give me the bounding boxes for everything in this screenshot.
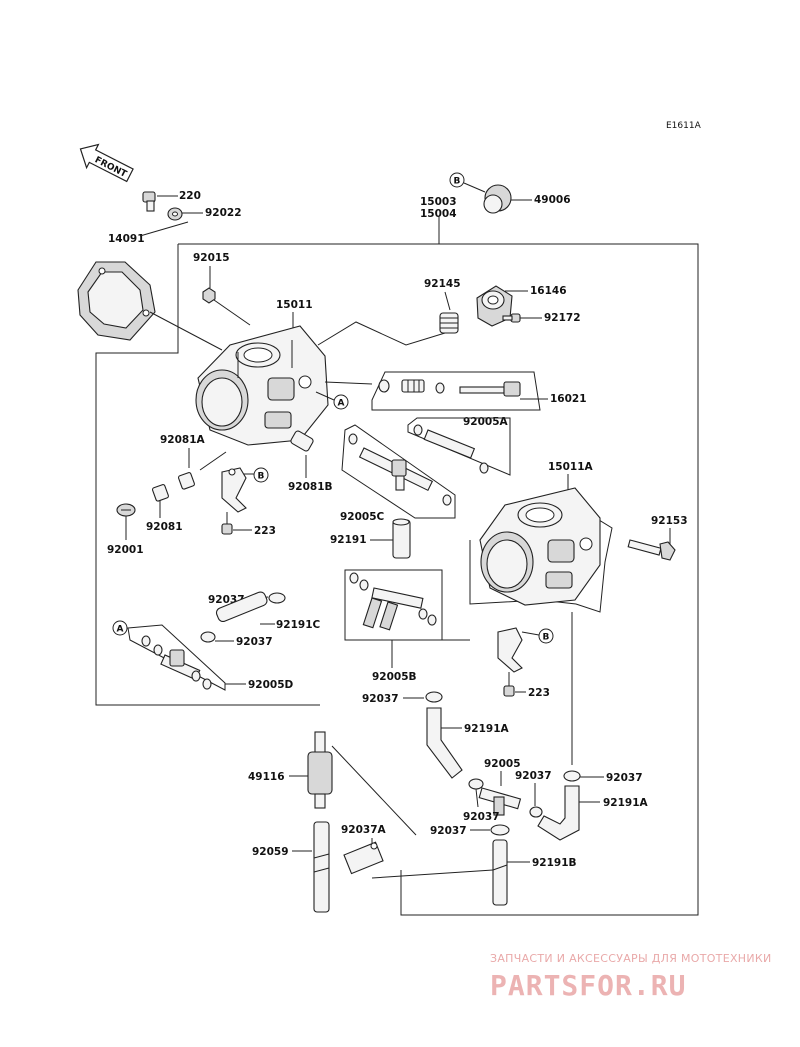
ref-b-1: B — [258, 472, 265, 482]
label-15011: 15011 — [276, 299, 313, 311]
label-92037A: 92037A — [341, 824, 387, 836]
spring-92145 — [439, 312, 459, 334]
label-223-left: 223 — [254, 525, 276, 537]
tube-92005B — [349, 572, 437, 631]
label-92037-b: 92037 — [236, 636, 273, 648]
clamp-92037-a — [268, 592, 286, 604]
boot-49006 — [483, 184, 512, 214]
hose-92059 — [313, 821, 330, 913]
ref-a-1: A — [338, 399, 345, 409]
spring-92081 — [151, 484, 169, 502]
screw-92001 — [116, 503, 136, 517]
watermark-logo: PARTSFOR.RU — [490, 969, 686, 1002]
bracket-left — [221, 467, 247, 513]
carburetor-15011 — [195, 325, 329, 446]
label-92037-e: 92037 — [515, 770, 552, 782]
tube-92005C — [348, 433, 452, 506]
filter-49116 — [307, 731, 333, 809]
label-92191C: 92191C — [276, 619, 321, 631]
label-92037-g: 92037 — [430, 825, 467, 837]
hose-92191A-upper — [426, 707, 463, 779]
label-92081: 92081 — [146, 521, 183, 533]
label-92005D: 92005D — [248, 679, 294, 691]
label-92015: 92015 — [193, 252, 230, 264]
label-92005B: 92005B — [372, 671, 417, 683]
label-15003: 15003 — [420, 196, 457, 208]
screw-92172 — [502, 313, 521, 323]
label-49116: 49116 — [248, 771, 285, 783]
hose-92191 — [392, 518, 411, 559]
spring-92081A — [177, 472, 195, 490]
label-15004: 15004 — [420, 208, 457, 220]
clamp-92037-c — [425, 691, 443, 703]
tag-92037A — [343, 841, 384, 875]
carburetor-15011A — [479, 487, 601, 606]
label-16021: 16021 — [550, 393, 587, 405]
label-92081A: 92081A — [160, 434, 206, 446]
diagram-code: E1611A — [666, 121, 702, 131]
label-15011A: 15011A — [548, 461, 594, 473]
label-92001: 92001 — [107, 544, 144, 556]
label-92037-f: 92037 — [606, 772, 643, 784]
front-arrow-icon: FRONT — [79, 143, 134, 183]
label-92191A-upper: 92191A — [464, 723, 510, 735]
label-92191A-right: 92191A — [603, 797, 649, 809]
tube-92005A — [413, 424, 489, 474]
label-92037-c: 92037 — [362, 693, 399, 705]
ref-b-49006: B — [454, 177, 461, 187]
label-92172: 92172 — [544, 312, 581, 324]
bracket-right — [497, 627, 523, 673]
assembly-frame-left — [95, 244, 320, 706]
label-220: 220 — [179, 190, 201, 202]
clamp-92037-f — [563, 770, 581, 782]
ref-b-2: B — [543, 633, 550, 643]
clamp-92037-e — [529, 806, 543, 818]
watermark-tagline: ЗАПЧАСТИ И АКСЕССУАРЫ ДЛЯ МОТОТЕХНИКИ — [490, 952, 772, 965]
washer-92022 — [167, 207, 183, 221]
screw-223-right — [503, 672, 515, 697]
nut-92015 — [202, 287, 216, 304]
label-92145: 92145 — [424, 278, 461, 290]
tube-92005D — [141, 635, 212, 690]
label-92005C: 92005C — [340, 511, 385, 523]
hose-92191B — [492, 839, 508, 906]
bolt-92153 — [627, 539, 676, 561]
clamp-92037-b — [200, 631, 216, 643]
label-92191B: 92191B — [532, 857, 577, 869]
label-92037-d: 92037 — [463, 811, 500, 823]
label-14091: 14091 — [108, 233, 145, 245]
label-49006: 49006 — [534, 194, 571, 206]
needle-16021 — [378, 379, 521, 397]
spring-92081B — [290, 430, 314, 452]
label-92005A: 92005A — [463, 416, 509, 428]
hose-92191A-right — [537, 785, 580, 841]
ref-a-2: A — [117, 625, 124, 635]
label-223-right: 223 — [528, 687, 550, 699]
assembly-frame — [178, 243, 699, 916]
label-92005: 92005 — [484, 758, 521, 770]
label-92081B: 92081B — [288, 481, 333, 493]
label-92059: 92059 — [252, 846, 289, 858]
label-92153: 92153 — [651, 515, 688, 527]
clamp-92037-d — [468, 778, 484, 790]
hose-92191C — [215, 591, 268, 623]
cover-14091 — [77, 261, 156, 341]
bolt-220 — [142, 191, 156, 212]
label-16146: 16146 — [530, 285, 567, 297]
screw-223-left — [221, 512, 233, 535]
label-92022: 92022 — [205, 207, 242, 219]
label-92191: 92191 — [330, 534, 367, 546]
clamp-92037-g — [490, 824, 510, 836]
tee-92005 — [478, 787, 522, 816]
